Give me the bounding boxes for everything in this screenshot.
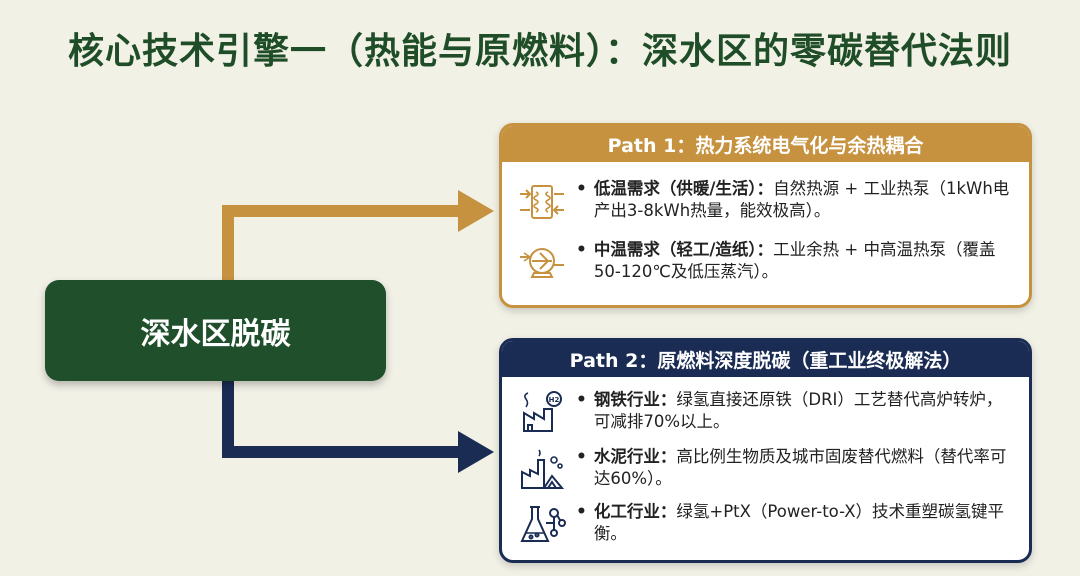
- path2-item-cement-text: 水泥行业：高比例生物质及城市固废替代燃料（替代率可达60%）。: [594, 446, 1018, 490]
- page-title: 核心技术引擎一（热能与原燃料）：深水区的零碳替代法则: [67, 31, 1012, 72]
- arrow-to-path2: [222, 381, 462, 458]
- path1-item-mid-temp-text: 中温需求（轻工/造纸）：工业余热 + 中高温热泵（覆盖50-120℃及低压蒸汽）…: [594, 239, 1018, 283]
- path1-header: Path 1：热力系统电气化与余热耦合: [502, 126, 1029, 162]
- item-description: 绿氢直接还原铁（DRI）工艺替代高炉转炉，可减排70%以上。: [593, 390, 1003, 431]
- item-description: 工业余热 + 中高温热泵（覆盖50-120℃及低压蒸汽）。: [593, 240, 996, 281]
- item-description: 自然热源 + 工业热泵（1kWh电产出3-8kWh热量，能效极高）。: [593, 179, 1010, 220]
- item-label: 中温需求（轻工/造纸）：: [593, 240, 774, 259]
- item-label: 水泥行业：: [593, 447, 677, 466]
- path1-panel: Path 1：热力系统电气化与余热耦合 • 低温需求（供暖/生活）：自然热源 +…: [499, 123, 1032, 308]
- svg-text:H2: H2: [549, 396, 560, 404]
- path2-header: Path 2：原燃料深度脱碳（重工业终极解法）: [502, 341, 1029, 377]
- path2-panel: Path 2：原燃料深度脱碳（重工业终极解法） H2 • 钢铁行业：绿氢直接还原…: [499, 338, 1032, 563]
- steel-plant-h2-icon: H2: [523, 391, 562, 432]
- path1-item-mid-temp: • 中温需求（轻工/造纸）：工业余热 + 中高温热泵（覆盖50-120℃及低压蒸…: [518, 239, 1018, 287]
- arrow-head-path2: [458, 431, 494, 473]
- path2-item-chemical-text: 化工行业：绿氢+PtX（Power-to-X）技术重塑碳氢键平衡。: [594, 501, 1018, 545]
- heat-pump-icon: [520, 248, 564, 278]
- path2-item-chemical: • 化工行业：绿氢+PtX（Power-to-X）技术重塑碳氢键平衡。: [518, 501, 1018, 549]
- path2-item-cement: • 水泥行业：高比例生物质及城市固废替代燃料（替代率可达60%）。: [518, 446, 1018, 494]
- path1-item-low-temp-text: 低温需求（供暖/生活）：自然热源 + 工业热泵（1kWh电产出3-8kWh热量，…: [594, 178, 1018, 222]
- cement-plant-icon: [521, 449, 565, 489]
- item-label: 化工行业：: [593, 502, 677, 521]
- item-label: 钢铁行业：: [593, 390, 677, 409]
- chemical-flask-icon: [520, 506, 566, 542]
- path1-item-low-temp: • 低温需求（供暖/生活）：自然热源 + 工业热泵（1kWh电产出3-8kWh热…: [518, 178, 1018, 226]
- hub-box: 深水区脱碳: [45, 280, 386, 381]
- item-label: 低温需求（供暖/生活）：: [593, 179, 774, 198]
- arrow-to-path1: [222, 205, 462, 280]
- path2-item-steel-text: 钢铁行业：绿氢直接还原铁（DRI）工艺替代高炉转炉，可减排70%以上。: [594, 389, 1018, 433]
- arrow-head-path1: [458, 190, 494, 232]
- item-description: 高比例生物质及城市固废替代燃料（替代率可达60%）。: [593, 447, 1007, 488]
- item-description: 绿氢+PtX（Power-to-X）技术重塑碳氢键平衡。: [593, 502, 1005, 543]
- path2-item-steel: H2 • 钢铁行业：绿氢直接还原铁（DRI）工艺替代高炉转炉，可减排70%以上。: [518, 389, 1018, 437]
- heat-exchanger-icon: [520, 185, 564, 219]
